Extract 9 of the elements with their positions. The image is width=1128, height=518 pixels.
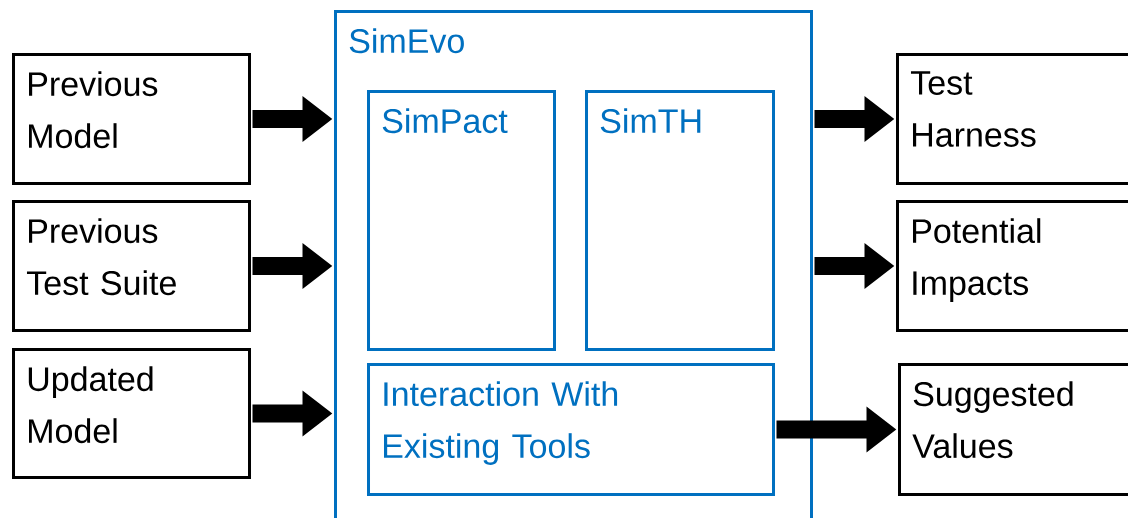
output-box: Suggested Values (898, 363, 1128, 496)
output-box: Potential Impacts (896, 200, 1128, 332)
output-box: Test Harness (896, 53, 1128, 185)
input-box: Updated Model (12, 348, 251, 479)
input-box: Previous Test Suite (12, 200, 251, 332)
module-box: SimTH (585, 90, 775, 351)
module-box: Interaction With Existing Tools (367, 363, 775, 496)
module-box: SimPact (367, 90, 556, 351)
input-box: Previous Model (12, 53, 251, 185)
